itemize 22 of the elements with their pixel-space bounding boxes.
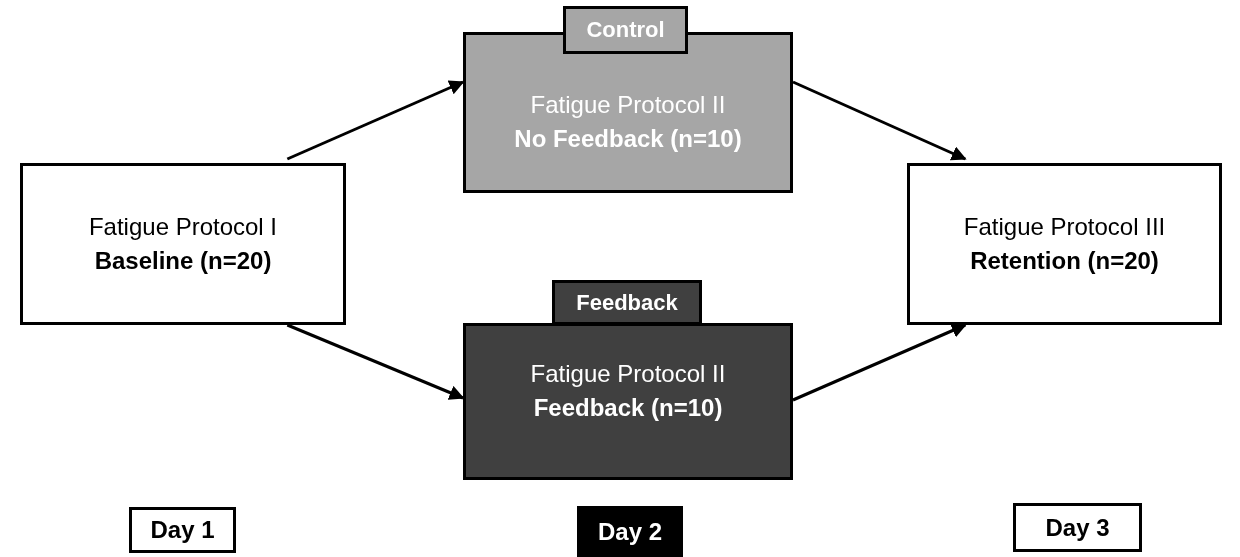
protocol-title: Fatigue Protocol I bbox=[88, 212, 278, 242]
arrow bbox=[792, 80, 967, 161]
group-label: No Feedback (n=10) bbox=[514, 123, 742, 154]
protocol-title: Fatigue Protocol III bbox=[963, 212, 1166, 242]
protocol-title: Fatigue Protocol II bbox=[530, 89, 726, 120]
group-tab: Feedback bbox=[552, 280, 702, 325]
group-label: Feedback (n=10) bbox=[533, 392, 723, 423]
group-label: Baseline (n=20) bbox=[94, 246, 272, 276]
group-label: Retention (n=20) bbox=[970, 246, 1159, 276]
day-label: Day 2 bbox=[597, 516, 662, 547]
arrow bbox=[286, 323, 465, 400]
arrow bbox=[792, 323, 967, 402]
process-box bbox=[907, 163, 1222, 325]
day-label: Day 1 bbox=[150, 515, 215, 545]
protocol-title: Fatigue Protocol II bbox=[530, 358, 726, 389]
day-label: Day 3 bbox=[1045, 512, 1110, 543]
day-label-box bbox=[577, 506, 683, 557]
group-tab: Control bbox=[563, 6, 688, 54]
day-label-box bbox=[129, 507, 236, 553]
day-label-box bbox=[1013, 503, 1142, 552]
arrow bbox=[286, 80, 465, 161]
process-box bbox=[20, 163, 346, 325]
